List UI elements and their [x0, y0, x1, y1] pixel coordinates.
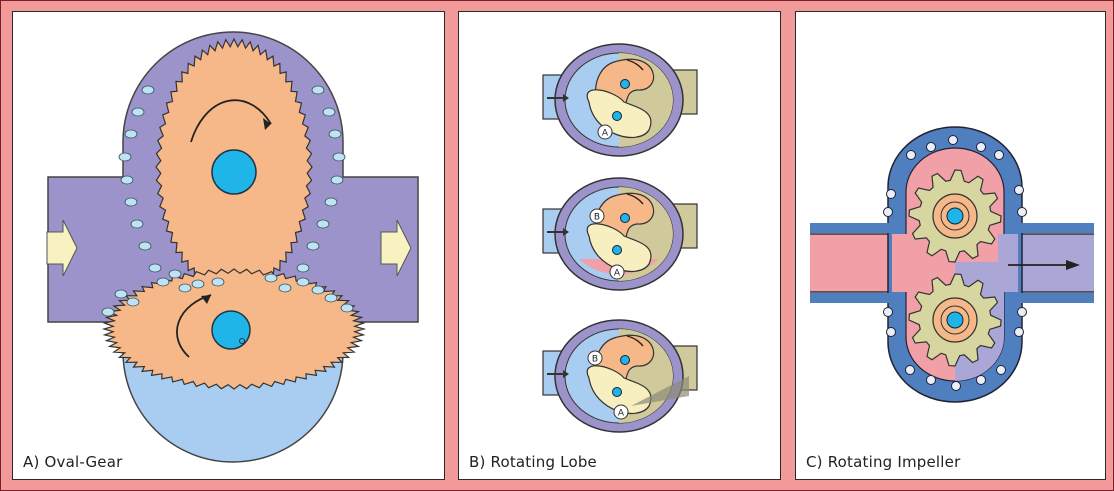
lobe-hub — [620, 79, 630, 89]
bolt — [886, 189, 896, 199]
fluid-droplet — [138, 241, 152, 251]
bolt — [883, 307, 893, 317]
bolt — [996, 365, 1006, 375]
fluid-droplet — [124, 197, 138, 207]
impeller-ring — [940, 305, 970, 335]
bolt — [926, 142, 936, 152]
rotation-arrow — [626, 193, 644, 205]
fluid-droplet — [126, 297, 140, 307]
fluid-droplet — [322, 107, 336, 117]
bolt — [886, 327, 896, 337]
bolt — [905, 365, 915, 375]
lobe-stage: BA — [542, 177, 698, 291]
bolt — [883, 207, 893, 217]
chamber-label: A — [618, 409, 625, 419]
fluid-droplet — [330, 175, 344, 185]
fluid-droplet — [324, 197, 338, 207]
lobe-hub — [620, 213, 630, 223]
bolt — [926, 375, 936, 385]
bolt — [1014, 185, 1024, 195]
discharge-flow — [631, 376, 689, 406]
lobe-stage: BA — [542, 319, 698, 433]
impellers — [908, 169, 1002, 367]
fluid-droplet — [114, 289, 128, 299]
caption-rotating-impeller: C) Rotating Impeller — [806, 453, 961, 471]
lobe-hub — [612, 387, 622, 397]
outlet-arrow — [380, 219, 412, 277]
caption-rotating-lobe: B) Rotating Lobe — [469, 453, 597, 471]
fluid-droplet — [324, 293, 338, 303]
fluid-droplet — [332, 152, 346, 162]
rotating-impeller-drawing — [810, 126, 1094, 403]
fluid-droplet — [328, 129, 342, 139]
lobe-hub — [612, 111, 622, 121]
chamber-label-badge — [587, 350, 603, 366]
lower-gear-hub — [211, 310, 251, 350]
fluid-droplet — [340, 303, 354, 313]
oval-gear-drawing — [46, 31, 419, 463]
fluid-droplet — [311, 285, 325, 295]
fluid-droplet — [178, 283, 192, 293]
fluid-droplet — [296, 277, 310, 287]
bolt — [976, 142, 986, 152]
fluid-droplet — [124, 129, 138, 139]
fluid-droplet — [296, 263, 310, 273]
fluid-droplet — [264, 273, 278, 283]
fluid-droplet — [316, 219, 330, 229]
rotation-arrow — [626, 59, 644, 71]
chamber-label: B — [592, 355, 598, 365]
fluid-droplet — [101, 307, 115, 317]
fluid-droplet — [211, 277, 225, 287]
bolt — [976, 375, 986, 385]
fluid-droplet — [131, 107, 145, 117]
fluid-droplet — [130, 219, 144, 229]
impeller-hub — [946, 311, 964, 329]
lower-rotation-arrow — [176, 294, 212, 358]
fluid-droplet — [156, 277, 170, 287]
impeller-hub — [946, 207, 964, 225]
fluid-droplet — [278, 283, 292, 293]
lobe-hub — [612, 245, 622, 255]
bolt — [951, 381, 961, 391]
panel-oval-gear: A) Oval-Gear — [12, 11, 445, 480]
lobe-hub — [620, 355, 630, 365]
caption-oval-gear: A) Oval-Gear — [23, 453, 123, 471]
upper-rotation-arrow — [190, 99, 272, 143]
bolt — [1014, 327, 1024, 337]
bolt — [948, 135, 958, 145]
upper-gear-hub — [211, 149, 257, 195]
bolt — [1017, 307, 1027, 317]
fluid-droplets — [101, 85, 354, 317]
rotation-arrow — [626, 335, 644, 347]
chamber-label: A — [614, 269, 621, 279]
fluid-droplet — [120, 175, 134, 185]
chamber-label-badge — [613, 404, 629, 420]
impeller-ring — [940, 201, 970, 231]
inlet-arrow — [46, 219, 78, 277]
fluid-droplet — [306, 241, 320, 251]
bolt — [1017, 207, 1027, 217]
chamber-label: A — [602, 129, 609, 139]
fluid-droplet — [168, 269, 182, 279]
fluid-droplet — [311, 85, 325, 95]
lobe-stage: A — [542, 43, 698, 157]
bolt — [906, 150, 916, 160]
fluid-droplet — [191, 279, 205, 289]
chamber-label-badge — [609, 264, 625, 280]
fluid-droplet — [118, 152, 132, 162]
bolt — [994, 150, 1004, 160]
fluid-droplet — [141, 85, 155, 95]
fluid-droplet — [148, 263, 162, 273]
chamber-label-badge — [589, 208, 605, 224]
panel-rotating-impeller: C) Rotating Impeller — [795, 11, 1106, 480]
lower-gear-pin — [239, 338, 245, 344]
chamber-label: B — [594, 213, 600, 223]
chamber-label-badge — [597, 124, 613, 140]
inlet-pipe — [810, 234, 900, 292]
casing-bolts — [883, 135, 1027, 391]
